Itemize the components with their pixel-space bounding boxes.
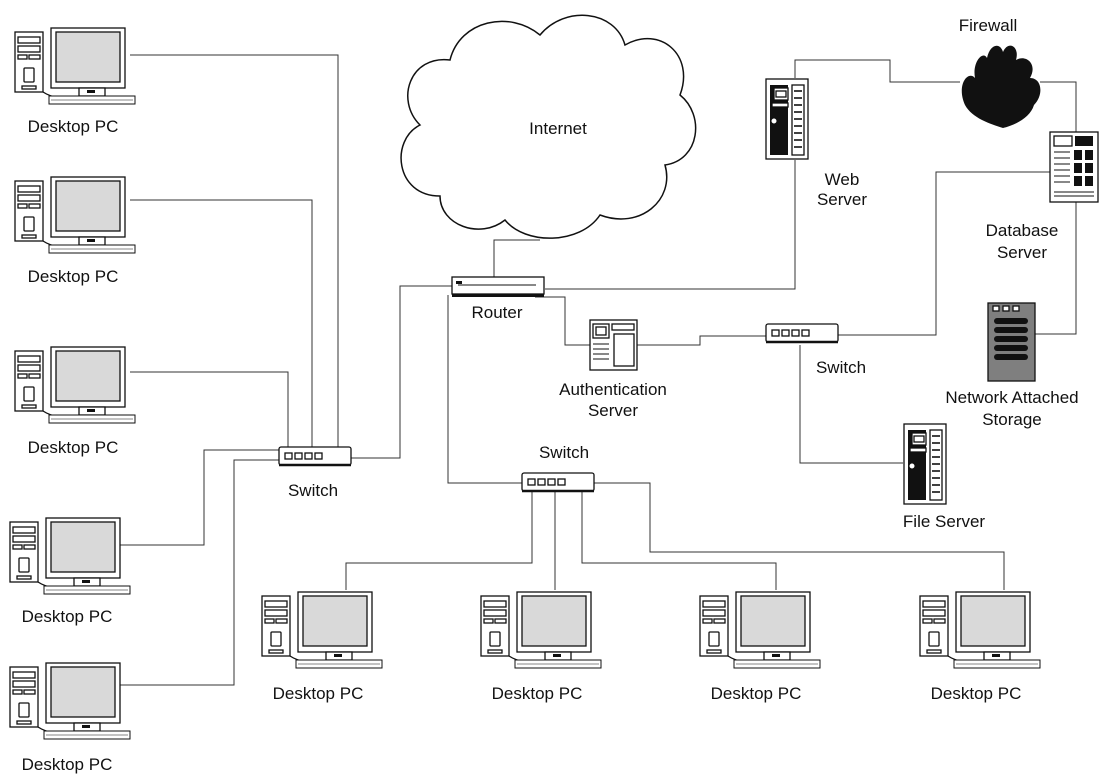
connections: [120, 54, 1077, 686]
desktop-pc-icon: [14, 346, 136, 424]
web-server-label-line2: Server: [817, 190, 867, 209]
router-icon: [451, 276, 545, 297]
desktop-pc-icon: [14, 27, 136, 105]
database-server: Database Server: [986, 131, 1099, 262]
fire-icon: [961, 45, 1041, 128]
auth-server-label-line2: Server: [588, 401, 638, 420]
tower-server-icon: [765, 78, 809, 160]
link-webserver-firewall: [794, 59, 960, 83]
link-router-internet: [493, 239, 540, 277]
desktop-pc-label: Desktop PC: [22, 607, 113, 626]
link-router-webserver: [545, 160, 796, 290]
desktop-pc: Desktop PC: [14, 27, 136, 136]
link-switch-router: [350, 285, 452, 459]
desktop-pc-icon: [480, 591, 602, 669]
switch-center-label: Switch: [539, 443, 589, 462]
link-firewall-nas: [1035, 81, 1077, 335]
desktop-pc: Desktop PC: [480, 591, 602, 703]
switch-icon: [764, 322, 840, 344]
rack-server-icon: [1049, 131, 1099, 203]
link-router-bottomswitch: [447, 295, 522, 484]
desktop-pc: Desktop PC: [261, 591, 383, 703]
desktop-pc-icon: [699, 591, 821, 669]
link-bottomswitch-pc4: [594, 482, 1005, 590]
desktop-pc-label: Desktop PC: [931, 684, 1022, 703]
desktop-pc-icon: [261, 591, 383, 669]
desktop-pc: Desktop PC: [699, 591, 821, 703]
desktop-pc-icon: [14, 176, 136, 254]
desktop-pc: Desktop PC: [9, 517, 131, 626]
database-server-label-line1: Database: [986, 221, 1059, 240]
auth-server-label-line1: Authentication: [559, 380, 667, 399]
desktop-pc-icon: [919, 591, 1041, 669]
switch-right-label: Switch: [816, 358, 866, 377]
link-pc1-switch: [130, 54, 339, 450]
link-router-auth: [535, 296, 590, 346]
desktop-pc-label: Desktop PC: [22, 755, 113, 774]
desktop-pc-label: Desktop PC: [273, 684, 364, 703]
authentication-server: Authentication Server: [559, 319, 667, 420]
link-switch-database: [838, 171, 1050, 336]
switch-left: Switch: [277, 445, 353, 500]
web-server-label-line1: Web: [825, 170, 860, 189]
link-switch-fileserver: [799, 345, 903, 464]
switch-icon: [520, 471, 596, 493]
database-server-label-line2: Server: [997, 243, 1047, 262]
switch-icon: [277, 445, 353, 467]
switch-left-label: Switch: [288, 481, 338, 500]
desktop-pc-icon: [9, 662, 131, 740]
desktop-pc-label: Desktop PC: [28, 117, 119, 136]
internet-cloud: Internet: [400, 14, 697, 239]
desktop-pc: Desktop PC: [14, 176, 136, 286]
storage-array-icon: [987, 302, 1036, 382]
link-auth-switch: [637, 335, 768, 346]
nas-label-line1: Network Attached: [945, 388, 1078, 407]
firewall: Firewall: [959, 16, 1041, 128]
link-bottomswitch-pc3: [581, 492, 777, 590]
link-pc5-switch: [120, 459, 280, 686]
link-pc3-switch: [130, 371, 289, 450]
auth-server-icon: [589, 319, 638, 371]
link-bottomswitch-pc1: [345, 492, 533, 590]
desktop-pc: Desktop PC: [9, 662, 131, 774]
file-server: File Server: [903, 423, 986, 531]
file-server-label: File Server: [903, 512, 986, 531]
router-label: Router: [471, 303, 522, 322]
web-server: Web Server: [765, 78, 867, 209]
desktop-pc: Desktop PC: [919, 591, 1041, 703]
tower-server-icon: [903, 423, 947, 505]
cloud-icon: [400, 14, 697, 239]
switch-right: Switch: [764, 322, 866, 377]
switch-center: Switch: [520, 443, 596, 493]
desktop-pc-label: Desktop PC: [28, 438, 119, 457]
link-pc2-switch: [130, 199, 313, 450]
desktop-pc-label: Desktop PC: [711, 684, 802, 703]
network-attached-storage: Network Attached Storage: [945, 302, 1079, 429]
desktop-pc-label: Desktop PC: [28, 267, 119, 286]
desktop-pc-label: Desktop PC: [492, 684, 583, 703]
router: Router: [451, 276, 545, 322]
desktop-pc: Desktop PC: [14, 346, 136, 457]
desktop-pc-icon: [9, 517, 131, 595]
firewall-label: Firewall: [959, 16, 1018, 35]
nas-label-line2: Storage: [982, 410, 1042, 429]
link-pc4-switch: [120, 449, 280, 546]
internet-label: Internet: [529, 119, 587, 138]
